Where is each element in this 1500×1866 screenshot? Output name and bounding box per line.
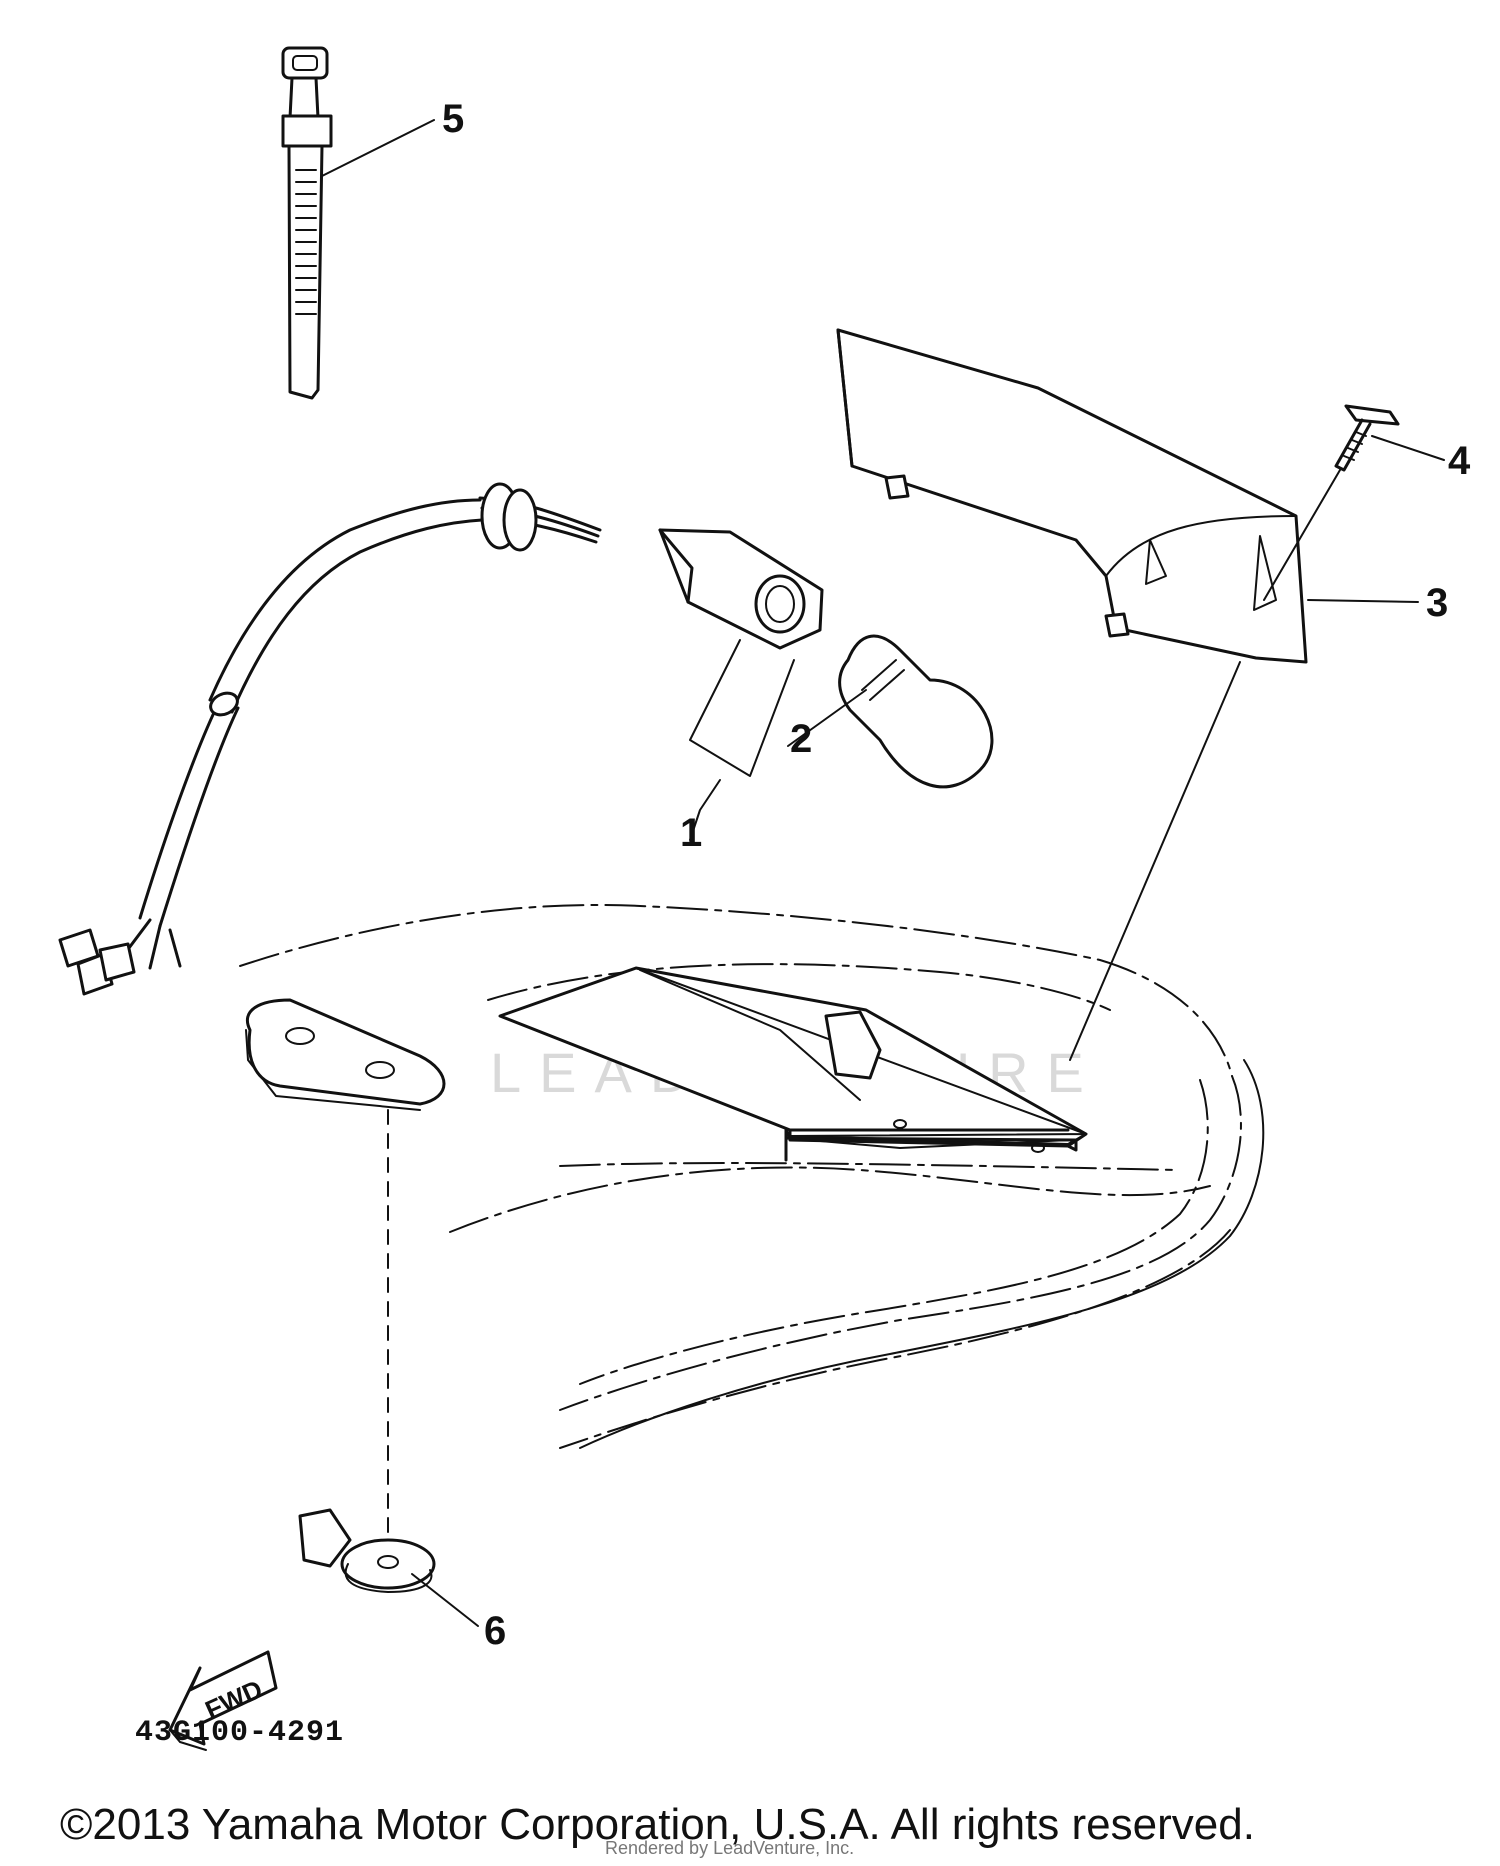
part-5-cable-tie[interactable] <box>281 46 333 400</box>
part-code: 43G100-4291 <box>135 1716 345 1750</box>
part-4-screw[interactable] <box>1263 404 1400 601</box>
callout-1: 1 <box>680 811 702 855</box>
part-6-clip[interactable] <box>298 1508 436 1593</box>
part-2-bulb[interactable] <box>838 634 994 789</box>
wiring-harness[interactable] <box>58 482 824 996</box>
rendered-by-credit: Rendered by LeadVenture, Inc. <box>605 1838 855 1858</box>
callout-leaders <box>321 119 1445 1627</box>
lens-mount-leader <box>1069 661 1241 1061</box>
callout-5: 5 <box>442 97 464 141</box>
hull-body <box>239 903 1265 1449</box>
copyright-notice: ©2013 Yamaha Motor Corporation, U.S.A. A… <box>60 1800 1255 1849</box>
decal-plate[interactable] <box>245 998 446 1111</box>
callout-4: 4 <box>1448 439 1471 483</box>
callout-6: 6 <box>484 1609 506 1653</box>
callout-1-bracket <box>689 639 795 841</box>
callout-2: 2 <box>790 717 812 761</box>
part-3-lens-cover[interactable] <box>836 328 1308 664</box>
callout-3: 3 <box>1426 581 1448 625</box>
